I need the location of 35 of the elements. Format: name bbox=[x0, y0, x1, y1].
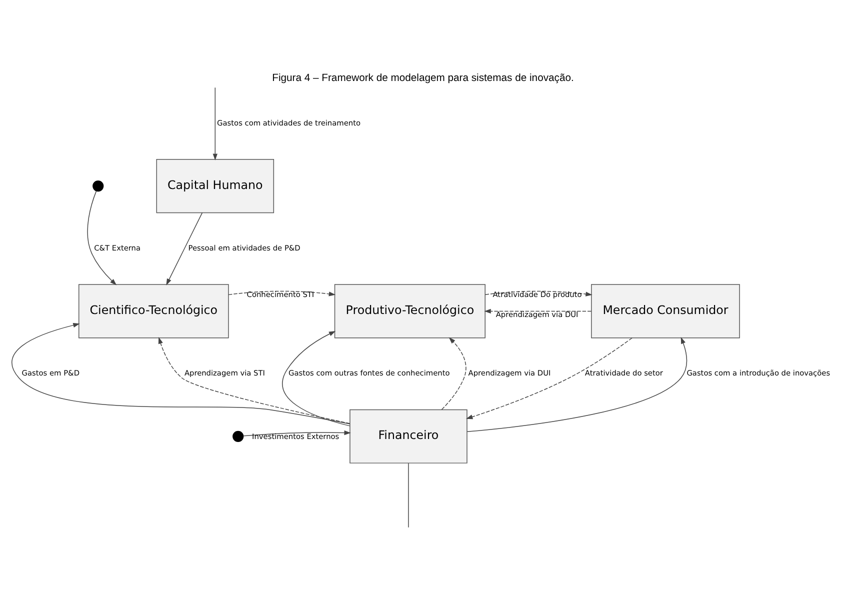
arrow bbox=[243, 430, 351, 436]
edge-label: Aprendizagem via DUI bbox=[468, 368, 551, 378]
arrow bbox=[466, 337, 688, 432]
diagram-title: Figura 4 – Framework de modelagem para sistemas de inovação. bbox=[272, 73, 574, 84]
node-box: Cientifico-Tecnológico bbox=[78, 284, 229, 338]
edge-label: Investimentos Externos bbox=[252, 432, 340, 441]
node-box: Produtivo-Tecnológico bbox=[334, 284, 486, 338]
edge-label: Conhecimento STI bbox=[246, 290, 314, 300]
connector bbox=[408, 462, 409, 528]
arrow bbox=[212, 87, 218, 160]
edge-label: Aprendizagem via DUI bbox=[496, 310, 578, 320]
node-box: Capital Humano bbox=[156, 159, 274, 214]
arrow bbox=[282, 330, 350, 426]
edge-label: Gastos com outras fontes de conhecimento bbox=[288, 368, 450, 378]
edge-label: Gastos com atividades de treinamento bbox=[217, 118, 361, 128]
arrow bbox=[484, 308, 592, 314]
arrow bbox=[441, 337, 466, 410]
arrow bbox=[87, 190, 117, 286]
arrow bbox=[166, 212, 203, 286]
edge-label: C&T Externa bbox=[94, 243, 141, 252]
arrow bbox=[466, 338, 632, 420]
arrow bbox=[228, 290, 336, 296]
edge-label: Atratividade do setor bbox=[584, 368, 663, 378]
arrow bbox=[12, 322, 350, 424]
node-box: Financeiro bbox=[350, 409, 468, 464]
node-circle bbox=[232, 430, 244, 442]
edge-label: Aprendizagem via STI bbox=[184, 368, 265, 378]
edge-label: Pessoal em atividades de P&D bbox=[188, 243, 300, 252]
node-box: Mercado Consumidor bbox=[591, 284, 740, 338]
node-circle bbox=[92, 180, 104, 192]
edge-label: Atratividade Do produto bbox=[492, 290, 582, 300]
edge-label: Gastos com a introdução de inovações bbox=[686, 368, 830, 378]
edge-label: Gastos em P&D bbox=[22, 368, 80, 378]
arrow bbox=[158, 337, 350, 424]
arrow bbox=[484, 290, 592, 296]
